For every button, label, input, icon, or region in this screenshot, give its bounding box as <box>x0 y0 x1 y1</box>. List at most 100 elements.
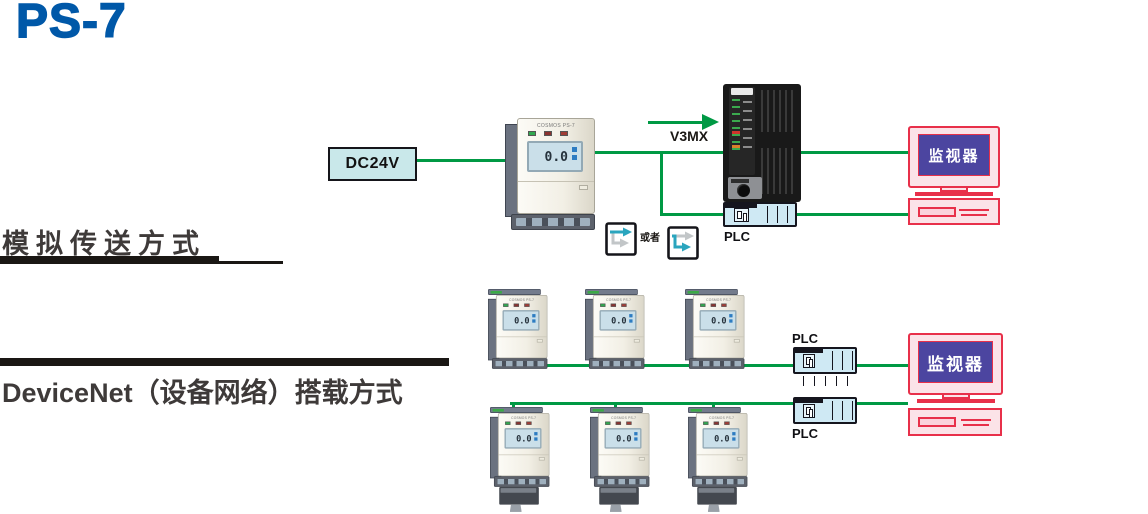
power-led <box>605 421 611 425</box>
sensor-brand-label: COSMOS PS-7 <box>709 416 735 421</box>
or-label: 或者 <box>640 233 660 244</box>
cable-connector <box>609 504 622 512</box>
power-led <box>528 131 536 136</box>
sensor-lcd-display: 0.0 <box>504 428 542 449</box>
converter-vents <box>761 148 795 194</box>
power-supply-box: DC24V <box>328 147 417 181</box>
monitor-bezel: 监视器 <box>908 126 1000 188</box>
monitor-devicenet: 监视器 <box>908 333 1003 403</box>
sensor-status-leds <box>703 421 730 425</box>
alarm2-led <box>621 303 627 307</box>
devicenet-comm-cap <box>590 407 643 413</box>
sensor-button <box>633 339 640 343</box>
sensor-terminal-base <box>511 214 595 230</box>
lcd-updown-indicator <box>629 314 633 318</box>
converter-warning-led <box>732 145 740 148</box>
converter-top-cap <box>731 88 753 95</box>
power-led <box>703 421 709 425</box>
devicenet-comm-cap <box>688 407 741 413</box>
sensor-slot-devicenet: COSMOS PS-7 0.0 <box>490 407 550 513</box>
wire-power-to-sensor <box>417 159 505 162</box>
converter-led-bargraph <box>732 99 740 155</box>
plc-rack-analog <box>723 202 797 227</box>
plc-header <box>795 399 823 403</box>
power-led <box>505 421 511 425</box>
monitor-stand <box>915 192 993 196</box>
keyboard-detail-line <box>963 424 989 426</box>
monitor-neck <box>941 393 970 399</box>
alarm2-led <box>524 303 530 307</box>
keyboard-analog <box>908 198 1000 225</box>
lcd-updown-indicator <box>532 314 536 318</box>
case-seam <box>498 454 549 456</box>
case-seam <box>696 454 747 456</box>
power-led <box>600 303 606 307</box>
alarm2-led <box>560 131 568 136</box>
v3mx-converter-unit <box>723 84 801 202</box>
sensor-status-leds <box>503 303 530 307</box>
sensor-slot-devicenet: COSMOS PS-7 0.0 <box>685 289 745 395</box>
converter-nameplate <box>731 179 749 183</box>
terminal-strip <box>695 478 745 485</box>
devicenet-section-heading: DeviceNet（设备网络）搭载方式 <box>2 378 403 408</box>
converter-vents <box>761 90 795 132</box>
ps7-pressure-sensor: COSMOS PS-7 0.0 <box>585 289 645 395</box>
cable-gland-strip <box>500 488 537 493</box>
converter-scale-labels <box>743 101 752 153</box>
wire-sensor-to-converter <box>594 151 724 154</box>
cable-gland-strip <box>600 488 637 493</box>
sensor-brand-label: COSMOS PS-7 <box>509 298 535 303</box>
plc-cpu-module <box>802 353 816 369</box>
alarm1-led <box>513 303 520 307</box>
sensor-lcd-display: 0.0 <box>604 428 642 449</box>
devicenet-comm-cap <box>488 289 541 295</box>
alarm2-led <box>721 303 727 307</box>
sensor-status-leds <box>528 131 568 136</box>
lcd-updown-indicator <box>572 147 577 152</box>
sensor-status-leds <box>700 303 727 307</box>
case-seam <box>693 336 744 338</box>
sensor-terminal-base <box>491 358 548 369</box>
monitor-screen: 监视器 <box>918 341 993 383</box>
analog-heading-underline-tail <box>219 261 283 264</box>
converter-alarm-led <box>732 131 740 134</box>
wire-plc-to-computer <box>795 213 908 216</box>
plc-rack-lower <box>793 397 857 424</box>
lcd-value: 0.0 <box>544 150 568 165</box>
sensor-brand-label: COSMOS PS-7 <box>606 298 632 303</box>
straight-arrow-icon <box>605 222 637 256</box>
lcd-value: 0.0 <box>714 434 730 444</box>
sensor-terminal-base <box>588 358 645 369</box>
plc-io-modules <box>758 206 793 223</box>
sensor-lcd-display: 0.0 <box>702 428 740 449</box>
ps7-pressure-sensor: COSMOS PS-7 0.0 <box>490 407 550 513</box>
ps7-pressure-sensor: COSMOS PS-7 0.0 <box>505 118 595 278</box>
sensor-button <box>733 339 740 343</box>
analog-heading-underline <box>0 256 219 264</box>
cable-gland <box>697 486 737 505</box>
plc-io-modules <box>823 401 853 420</box>
sensor-body: COSMOS PS-7 0.0 <box>692 294 745 359</box>
alarm1-led <box>710 303 717 307</box>
power-led <box>700 303 706 307</box>
case-seam <box>598 454 649 456</box>
branch-arrow-icon <box>667 226 699 260</box>
plc-rack-upper <box>793 347 857 374</box>
converter-arrow-head-icon <box>702 114 719 130</box>
power-supply-label: DC24V <box>345 155 400 172</box>
devicenet-comm-cap <box>490 407 543 413</box>
plc-wiring-pins <box>803 376 853 386</box>
sensor-body: COSMOS PS-7 0.0 <box>592 294 645 359</box>
sensor-status-leds <box>600 303 627 307</box>
sensor-slot-devicenet: COSMOS PS-7 0.0 <box>585 289 645 395</box>
converter-lower-panel <box>728 177 762 199</box>
converter-front-panel <box>729 87 755 175</box>
sensor-brand-label: COSMOS PS-7 <box>511 416 537 421</box>
plc-label-lower: PLC <box>792 426 818 441</box>
lcd-value: 0.0 <box>616 434 632 444</box>
cable-connector <box>707 504 720 512</box>
sensor-status-leds <box>505 421 532 425</box>
ps7-pressure-sensor: COSMOS PS-7 0.0 <box>685 289 745 395</box>
terminal-strip <box>692 360 742 367</box>
